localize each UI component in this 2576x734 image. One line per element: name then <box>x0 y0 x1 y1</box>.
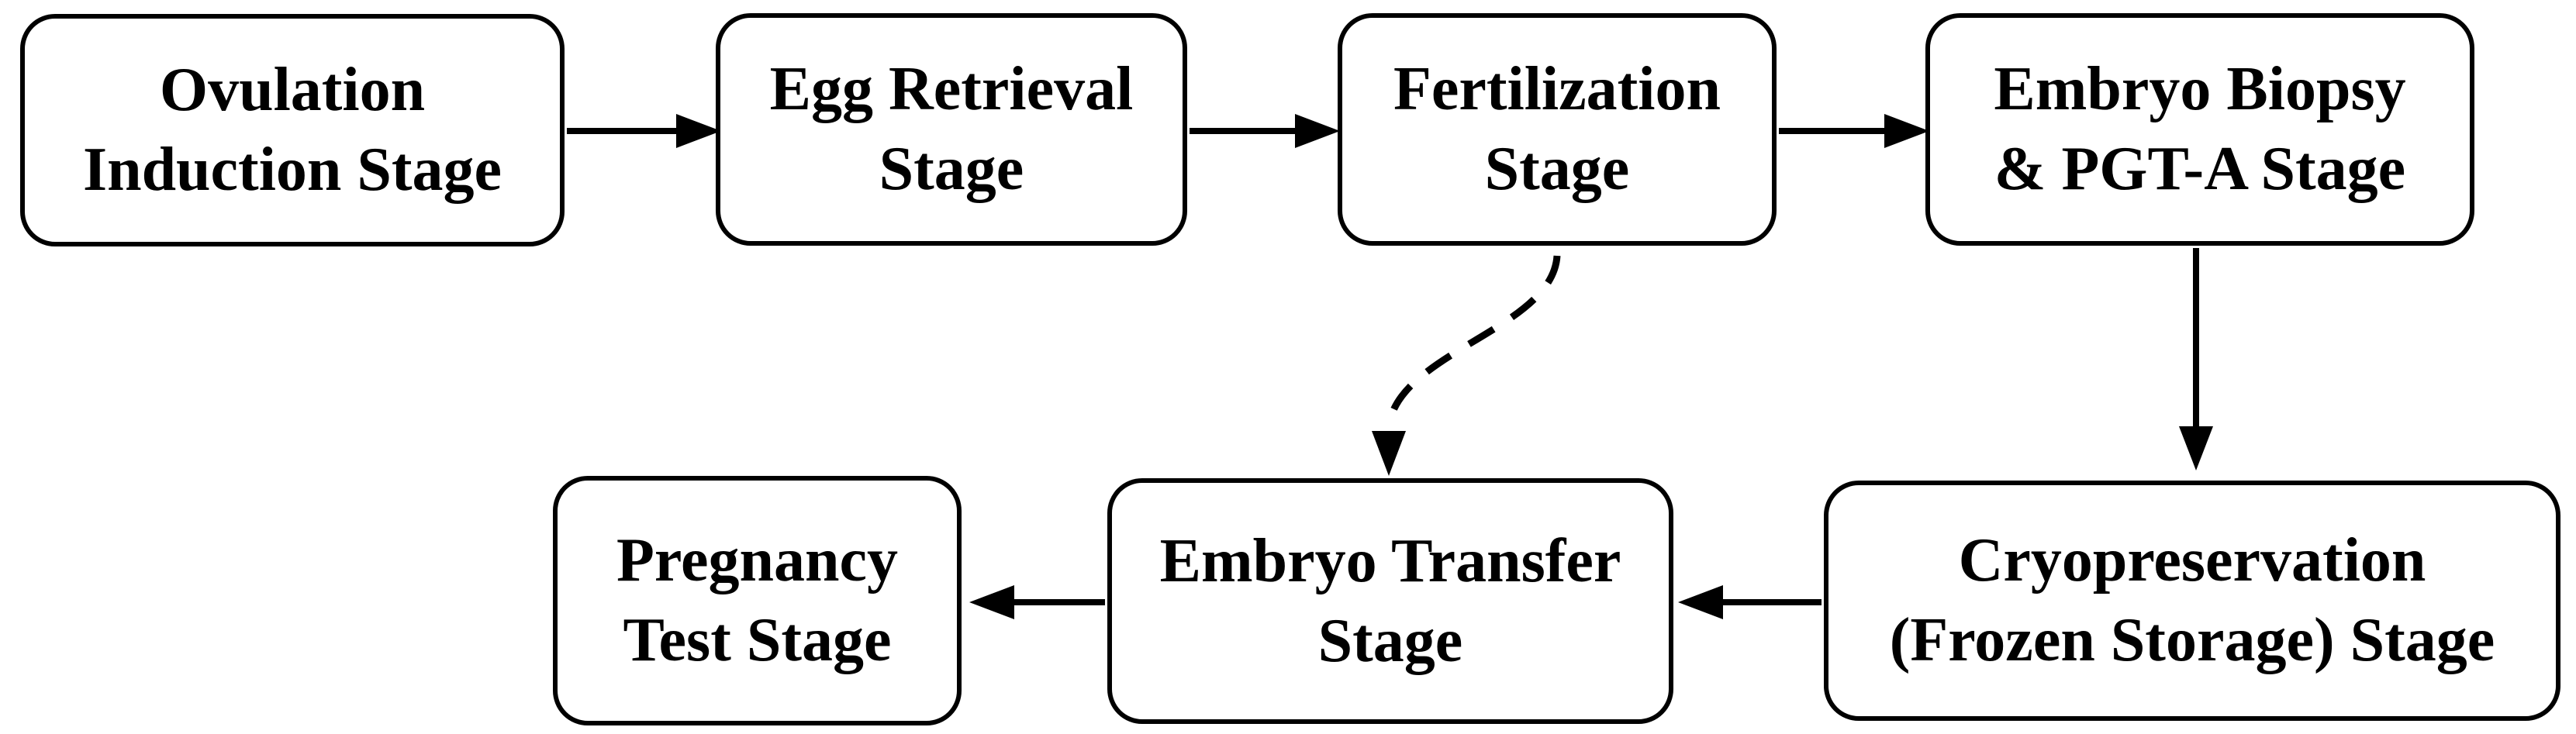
node-label-line: (Frozen Storage) Stage <box>1889 606 2495 674</box>
node-egg-retrieval-stage: Egg Retrieval Stage <box>716 13 1187 246</box>
node-label-line: Stage <box>1484 135 1630 203</box>
node-label-line: Ovulation <box>159 56 426 124</box>
node-label-line: Embryo Transfer <box>1159 526 1621 595</box>
node-label-line: Embryo Biopsy <box>1994 55 2406 123</box>
node-pregnancy-test-stage: Pregnancy Test Stage <box>553 476 962 725</box>
node-fertilization-stage: Fertilization Stage <box>1338 13 1777 246</box>
node-ovulation-induction-stage: Ovulation Induction Stage <box>20 14 565 246</box>
node-label-line: Induction Stage <box>82 136 502 204</box>
node-label-line: Pregnancy <box>616 526 898 594</box>
node-label-line: Test Stage <box>623 606 892 674</box>
node-embryo-biopsy-pgta-stage: Embryo Biopsy & PGT-A Stage <box>1925 13 2474 246</box>
arrowhead-left-icon <box>969 585 1014 619</box>
edge-fertilization-to-embryo-biopsy <box>1779 114 1929 148</box>
edge-egg-retrieval-to-fertilization <box>1190 114 1340 148</box>
arrowhead-right-icon <box>1884 114 1929 148</box>
arrowhead-right-icon <box>1295 114 1340 148</box>
node-label-line: Stage <box>1317 606 1463 675</box>
arrowhead-left-icon <box>1678 585 1723 619</box>
edge-fertilization-to-embryo-transfer-dashed <box>1372 255 1561 476</box>
node-label-line: Fertilization <box>1393 55 1721 123</box>
node-label-line: Cryopreservation <box>1958 526 2426 594</box>
arrowhead-down-icon <box>1372 431 1406 476</box>
node-label-line: Stage <box>879 135 1024 203</box>
edge-embryo-transfer-to-pregnancy-test <box>969 585 1105 619</box>
edge-cryopreservation-to-embryo-transfer <box>1678 585 1822 619</box>
node-cryopreservation-stage: Cryopreservation (Frozen Storage) Stage <box>1824 481 2560 721</box>
edge-ovulation-to-egg-retrieval <box>567 114 721 148</box>
arrowhead-down-icon <box>2179 426 2213 470</box>
node-label-line: Egg Retrieval <box>769 55 1134 123</box>
arrowhead-right-icon <box>676 114 721 148</box>
node-label-line: & PGT-A Stage <box>1994 135 2406 203</box>
edge-embryo-biopsy-to-cryopreservation <box>2179 248 2213 470</box>
node-embryo-transfer-stage: Embryo Transfer Stage <box>1107 478 1673 724</box>
